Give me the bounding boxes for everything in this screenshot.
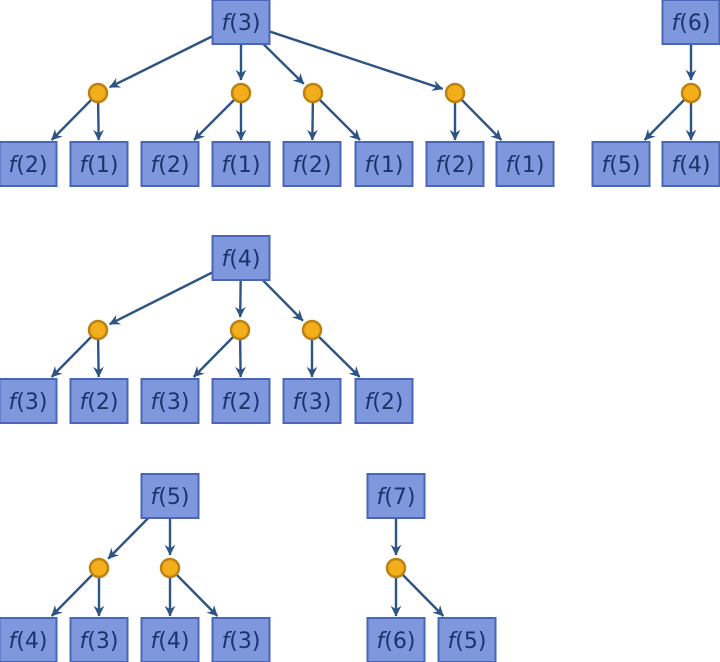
call-label: f(1) [222,153,261,178]
call-edge-arrow [50,92,99,141]
call-label: f(2) [222,390,261,415]
expansion-dot [444,82,466,104]
call-label: f(3) [9,390,48,415]
call-label: f(3) [80,629,119,654]
call-tree-f5: f(5) f(4) f(3) f(4) f(3) [0,473,271,662]
call-label: f(3) [222,629,261,654]
leaf-call-box [437,617,497,662]
expansion-dot [229,319,251,341]
leaf-call-box [354,378,414,424]
root-call-box [211,0,271,45]
call-edge-arrow [312,92,361,141]
call-label: f(1) [365,153,404,178]
call-label: f(6) [672,11,711,36]
leaf-call-box [211,617,271,662]
call-edge-arrow [643,92,692,141]
expansion-dot [159,557,181,579]
root-call-box [140,473,200,519]
call-edge-arrow [50,329,99,378]
leaf-call-box [69,141,129,187]
call-tree-f7: f(7) f(6) f(5) [366,473,497,662]
root-call-box [211,235,271,281]
call-label: f(6) [377,629,416,654]
call-tree-f4: f(4) f(3) f(2) f(3) f(2) f(3) f(2) [0,235,414,424]
leaf-call-box [211,378,271,424]
leaf-call-box [140,378,200,424]
expansion-dot [87,319,109,341]
call-edge-arrow [311,329,361,378]
call-tree-f3: f(3) f(2) f(1) f(2) f(1) f(2) f(1) f(2) f(1) [0,0,555,187]
call-label: f(5) [602,153,641,178]
call-tree-f6: f(6) f(5) f(4) [591,0,720,187]
call-edge-arrow [192,329,241,378]
expansion-dot [87,82,109,104]
leaf-call-box [282,141,342,187]
leaf-call-box [140,141,200,187]
leaf-call-box [69,617,129,662]
expansion-dot [385,557,407,579]
expansion-dot [230,82,252,104]
call-label: f(4) [222,247,261,272]
expansion-dot [88,557,110,579]
call-tree-f4-edges [50,256,361,378]
call-label: f(3) [222,11,261,36]
leaf-call-box [495,141,555,187]
call-edge-arrow [193,92,242,141]
leaf-call-box [0,141,58,187]
leaf-call-box [69,378,129,424]
call-label: f(2) [293,153,332,178]
call-label: f(4) [9,629,48,654]
call-edge-arrow [169,567,219,617]
call-label: f(3) [151,390,190,415]
leaf-call-box [425,141,485,187]
call-label: f(2) [80,390,119,415]
leaf-call-box [661,141,720,187]
call-label: f(4) [672,153,711,178]
leaf-call-box [0,378,58,424]
call-label: f(7) [377,485,416,510]
leaf-call-box [354,141,414,187]
call-label: f(5) [448,629,487,654]
call-edge-arrow [50,567,100,617]
edges-layer [50,20,697,617]
expansion-dot [680,82,702,104]
call-label: f(2) [436,153,475,178]
leaf-call-box [0,617,58,662]
root-call-box [366,473,426,519]
leaf-call-box [140,617,200,662]
expansion-dot [302,82,324,104]
leaf-call-box [282,378,342,424]
call-tree-f3-edges [50,20,503,141]
call-label: f(1) [80,153,119,178]
leaf-call-box [591,141,651,187]
call-label: f(1) [506,153,545,178]
call-label: f(3) [293,390,332,415]
call-label: f(2) [365,390,404,415]
call-edge-arrow [240,20,444,91]
call-label: f(4) [151,629,190,654]
call-label: f(2) [9,153,48,178]
call-edge-arrow [454,92,503,141]
call-label: f(5) [151,485,190,510]
call-edge-arrow [395,567,445,617]
leaf-call-box [366,617,426,662]
expansion-dot [301,319,323,341]
leaf-call-box [211,141,271,187]
call-label: f(2) [151,153,190,178]
